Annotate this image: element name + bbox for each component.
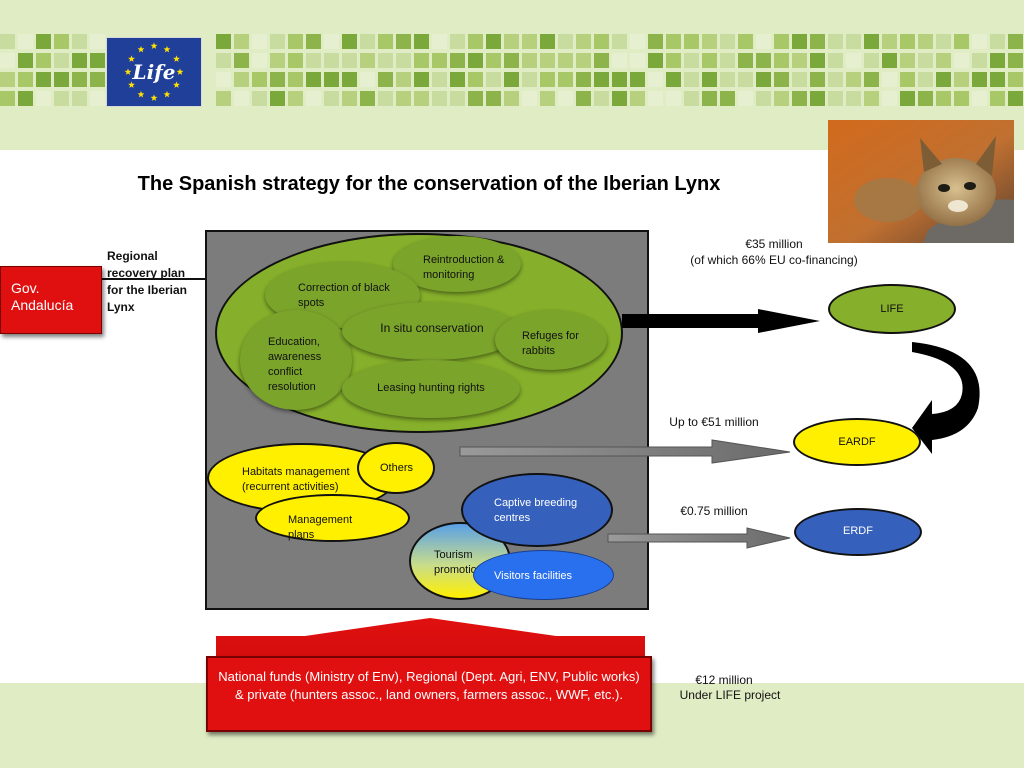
eardf-label: EARDF xyxy=(838,436,876,448)
life-amount: €35 million xyxy=(745,237,803,251)
eu-star xyxy=(163,90,171,98)
others-ellipse xyxy=(357,442,435,494)
captive-breeding-ellipse xyxy=(461,473,613,547)
eu-star xyxy=(128,81,135,88)
life-project-amount: €12 million xyxy=(695,673,753,687)
tourism-label: Tourism promotion xyxy=(434,549,483,576)
eu-star xyxy=(163,45,171,53)
eardf-ellipse xyxy=(793,418,921,466)
life-label: LIFE xyxy=(880,303,904,315)
eu-star xyxy=(173,55,180,62)
eu-star xyxy=(150,42,158,49)
life-project-note: Under LIFE project xyxy=(679,688,781,702)
erdf-label: ERDF xyxy=(843,525,873,537)
regional-plan-label: Regional recovery plan for the Iberian L… xyxy=(107,249,188,314)
eu-life-logo: Life xyxy=(106,37,202,107)
eu-star xyxy=(124,68,132,75)
eu-star xyxy=(137,45,145,53)
eardf-amount: Up to €51 million xyxy=(669,415,759,429)
lynx-photo xyxy=(828,120,1014,243)
black-spots-label: Correction of black spots xyxy=(298,282,390,309)
life-logo-text: Life xyxy=(132,60,176,84)
eu-star xyxy=(173,81,180,88)
habitats-label: Habitats management (recurrent activitie… xyxy=(242,466,350,493)
leasing-label: Leasing hunting rights xyxy=(377,382,485,394)
erdf-ellipse xyxy=(794,508,922,556)
gov-andalucia-box: Gov. Andalucía xyxy=(0,266,102,334)
erdf-amount: €0.75 million xyxy=(680,504,748,518)
eu-star xyxy=(176,68,184,75)
life-ellipse xyxy=(828,284,956,334)
eu-star xyxy=(150,94,158,101)
others-label: Others xyxy=(380,462,414,474)
eu-star xyxy=(137,90,145,98)
education-label: Education, awareness conflict resolution xyxy=(268,336,322,393)
in-situ-ellipse xyxy=(342,302,520,360)
eu-star xyxy=(128,55,135,62)
management-plans-ellipse xyxy=(255,494,410,542)
arrow-life-to-eardf xyxy=(912,342,980,454)
management-plans-label: Management plans xyxy=(288,514,353,541)
visitors-facilities-label: Visitors facilities xyxy=(494,570,573,582)
life-note: (of which 66% EU co-financing) xyxy=(690,253,858,267)
mosaic-pattern xyxy=(0,34,1023,106)
visitors-facilities-ellipse xyxy=(473,550,614,600)
leasing-ellipse xyxy=(342,360,520,418)
page-title: The Spanish strategy for the conservatio… xyxy=(137,173,721,195)
education-ellipse xyxy=(240,310,352,410)
reintroduction-label: Reintroduction & monitoring xyxy=(423,254,505,281)
national-funds-box: National funds (Ministry of Env), Region… xyxy=(206,656,652,732)
refuges-ellipse xyxy=(495,310,607,370)
arrow-to-life xyxy=(622,309,820,333)
captive-breeding-label: Captive breeding centres xyxy=(494,497,578,524)
gov-connector-line xyxy=(102,278,206,280)
in-situ-label: In situ conservation xyxy=(380,321,484,335)
refuges-label: Refuges for rabbits xyxy=(522,330,579,357)
